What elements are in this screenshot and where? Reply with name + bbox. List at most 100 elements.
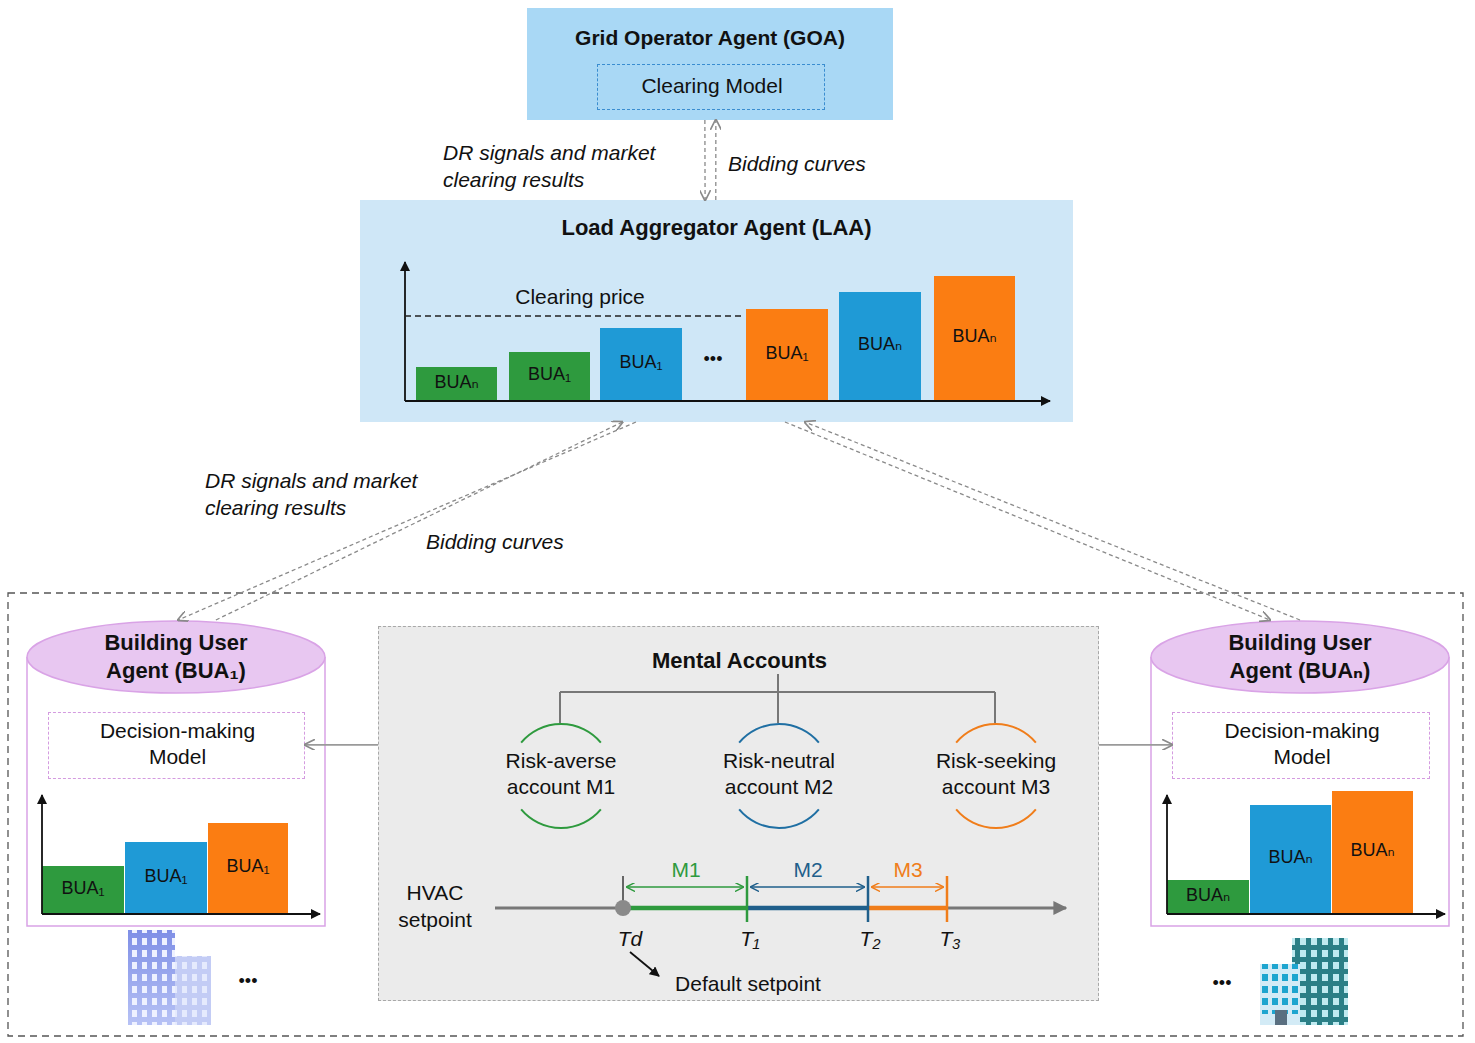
bid-bar: BUA₁	[42, 866, 124, 914]
account-arc	[956, 724, 1036, 743]
node-label: BUAₙ	[839, 333, 921, 356]
ellipsis: •••	[218, 970, 278, 993]
pointer-line	[630, 952, 659, 976]
range-arrow	[872, 886, 943, 888]
flow-arrow	[785, 422, 1270, 620]
agent-region	[8, 593, 1463, 1036]
chart-axis	[1166, 795, 1168, 914]
bid-bar: BUAₙ	[839, 292, 921, 401]
tick	[746, 876, 749, 922]
range-arrow	[751, 886, 864, 888]
bid-bar: BUAₙ	[1332, 791, 1413, 914]
node-label: BUA₁	[746, 342, 828, 365]
building-windows	[175, 956, 211, 1025]
range-segment	[623, 906, 747, 911]
account-arc	[739, 724, 819, 743]
chart-axis	[42, 913, 320, 915]
building-windows	[1292, 938, 1348, 1025]
edge-label: Bidding curves	[426, 529, 626, 556]
agent-box: Grid Operator Agent (GOA) Clearing Model	[527, 8, 893, 120]
node-label: Clearing Model	[598, 73, 826, 99]
account-tag: M1	[656, 857, 716, 884]
bid-bar: BUA₁	[208, 823, 288, 914]
accounts-panel: Mental AccountsRisk-averse account M1Ris…	[378, 626, 1099, 1001]
node-label: BUAₙ	[1332, 839, 1413, 862]
agent-cylinder: Building User Agent (BUAₙ) Decision-makin…	[1150, 620, 1450, 927]
bid-bar: BUAₙ	[1250, 805, 1331, 914]
account-arc	[956, 809, 1036, 828]
node-label: Decision-making Model	[1202, 718, 1402, 771]
tick	[867, 876, 870, 922]
building-icon	[1260, 964, 1300, 1025]
bid-bar: BUA₁	[509, 352, 590, 401]
bid-bar: BUAₙ	[934, 276, 1015, 401]
flow-arrow	[216, 422, 622, 620]
ellipsis: •••	[683, 348, 743, 371]
flow-arrow	[704, 120, 706, 200]
account-arc	[521, 809, 601, 828]
bid-bar: BUAₙ	[416, 367, 497, 401]
setpoint-axis	[495, 907, 1066, 910]
building-icon	[128, 930, 175, 1025]
node-title: Building User Agent (BUA₁)	[86, 629, 266, 684]
account-arc	[521, 724, 601, 743]
account-circle: Risk-averse account M1	[481, 721, 641, 831]
flow-arrow	[178, 422, 636, 620]
flow-arrow	[1099, 744, 1172, 746]
model-box: Clearing Model	[597, 64, 825, 110]
account-arc	[739, 809, 819, 828]
building-icon	[1292, 938, 1348, 1025]
building-icon	[175, 956, 211, 1025]
tick	[946, 876, 949, 922]
bid-bar: BUAₙ	[1167, 880, 1249, 914]
node-label: BUA₁	[125, 865, 207, 888]
ellipsis: •••	[1192, 972, 1252, 995]
node-title: Load Aggregator Agent (LAA)	[360, 214, 1073, 242]
tree-bracket	[560, 674, 995, 723]
account-circle: Risk-seeking account M3	[916, 721, 1076, 831]
cylinder-cap	[1151, 621, 1449, 693]
range-arrow	[627, 886, 743, 888]
agent-cylinder: Building User Agent (BUA₁) Decision-makin…	[26, 620, 326, 927]
building-windows	[1260, 964, 1300, 1014]
flow-arrow	[305, 744, 378, 746]
flow-arrow	[805, 422, 1300, 620]
bid-bar: BUA₁	[125, 842, 207, 914]
node-label: BUAₙ	[1167, 884, 1249, 907]
bid-bar: BUA₁	[746, 309, 828, 401]
threshold-label: T₁	[725, 926, 775, 953]
range-segment	[747, 906, 868, 911]
account-circle: Risk-neutral account M2	[699, 721, 859, 831]
node-label: BUA₁	[208, 855, 288, 878]
chart-axis	[405, 400, 1050, 402]
node-title: Building User Agent (BUAₙ)	[1210, 629, 1390, 684]
axis-label: HVAC setpoint	[385, 880, 485, 934]
default-point	[615, 900, 631, 916]
cylinder-cap	[27, 621, 325, 693]
edge-label: DR signals and market clearing results	[443, 140, 698, 194]
node-label: Risk-neutral account M2	[704, 748, 854, 801]
agent-box: Load Aggregator Agent (LAA)BUAₙBUA₁BUA₁B…	[360, 200, 1073, 422]
edge-label: DR signals and market clearing results	[205, 468, 460, 522]
node-label: BUAₙ	[934, 325, 1015, 348]
edge-label: Bidding curves	[728, 151, 928, 178]
node-label: Risk-seeking account M3	[921, 748, 1071, 801]
node-label: BUA₁	[600, 351, 682, 374]
bid-bar: BUA₁	[600, 328, 682, 401]
threshold-label: T₂	[845, 926, 895, 953]
pointer-label: Default setpoint	[648, 971, 848, 998]
building-door	[1275, 1010, 1287, 1025]
clearing-price-line	[405, 315, 745, 316]
node-label: Decision-making Model	[78, 718, 278, 771]
node-label: BUAₙ	[1250, 846, 1331, 869]
node-label: BUA₁	[42, 877, 124, 900]
threshold-label: Td	[605, 926, 655, 953]
account-tag: M2	[778, 857, 838, 884]
threshold-label: T₃	[925, 926, 975, 953]
node-title: Grid Operator Agent (GOA)	[527, 25, 893, 51]
